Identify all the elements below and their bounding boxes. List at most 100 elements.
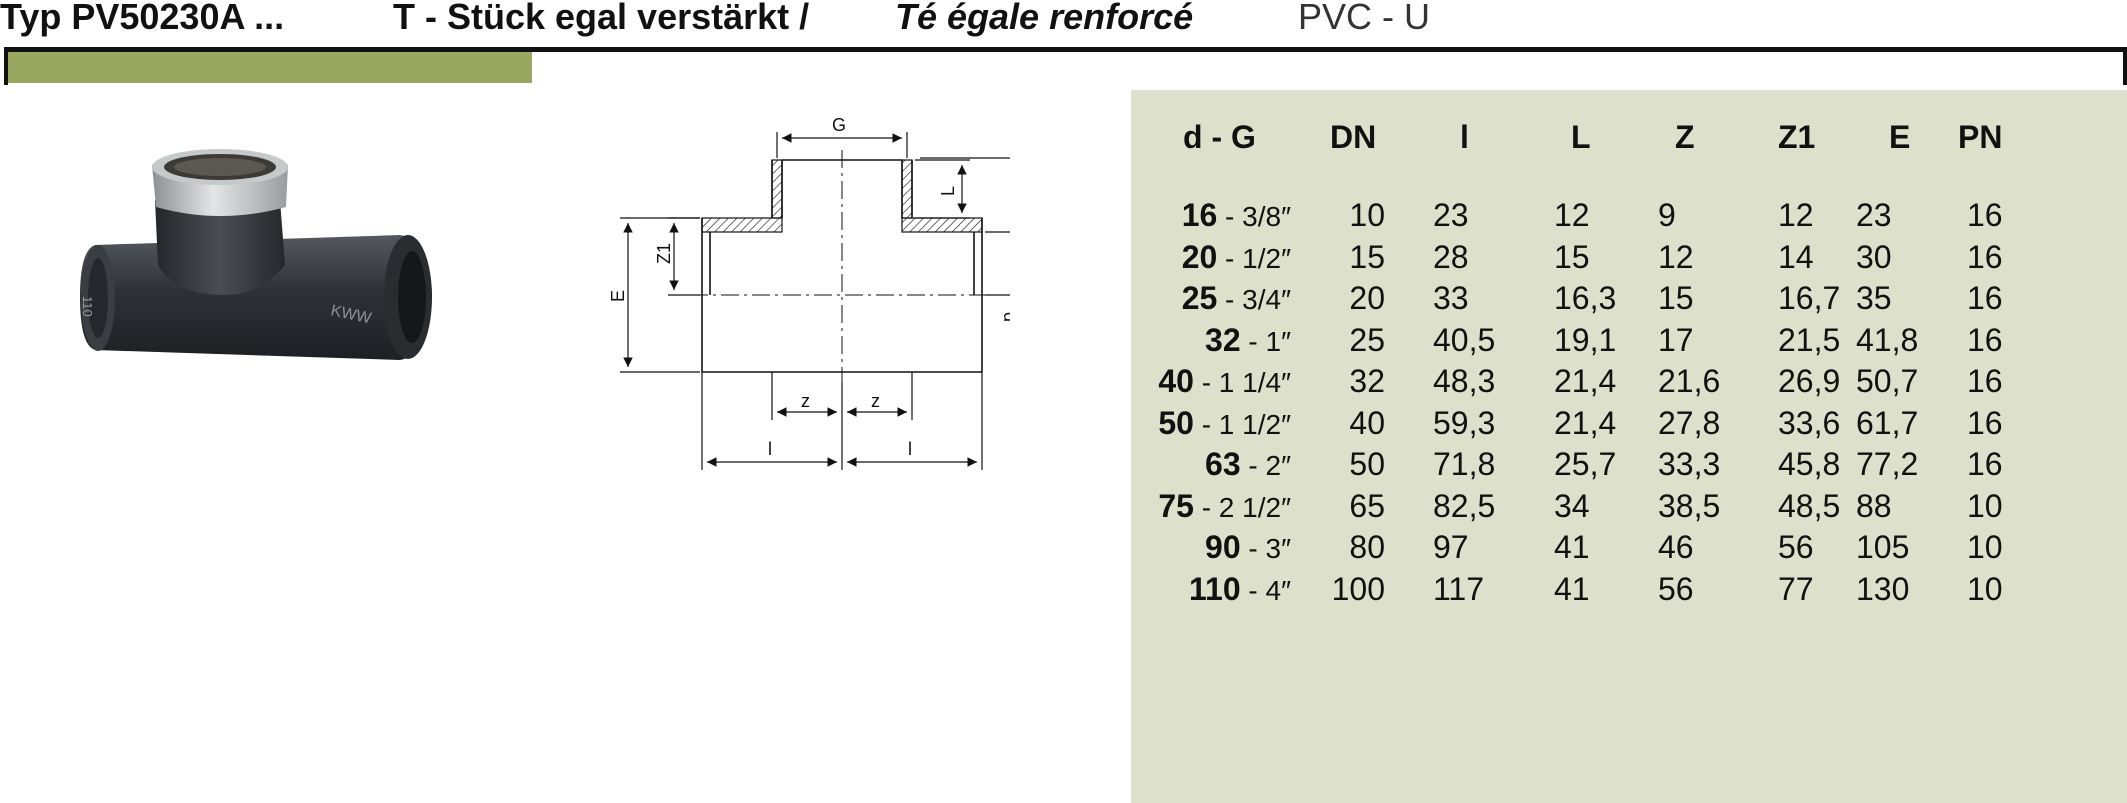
cell-z: 33,3	[1658, 446, 1721, 482]
cell-z: 9	[1658, 197, 1676, 233]
col-header-L: L	[1571, 119, 1591, 155]
cell-z: 15	[1658, 280, 1694, 316]
cell-l: 48,3	[1433, 363, 1496, 399]
cell-g: - 1″	[1240, 325, 1291, 357]
cell-dn: 15	[1349, 238, 1385, 275]
cell-z: 56	[1658, 570, 1694, 607]
cell-g: - 2 1/2″	[1193, 491, 1291, 523]
cell-g: - 1 1/2″	[1193, 408, 1291, 440]
material-label: PVC - U	[1298, 0, 1431, 37]
cell-d: 20	[1181, 238, 1218, 275]
dim-label-Z1: Z1	[654, 243, 674, 264]
cell-e: 88	[1856, 487, 1892, 524]
cell-e: 130	[1856, 570, 1910, 607]
technical-drawing: G L l Z1 E d z z l l	[608, 115, 1010, 470]
cell-e: 50,7	[1856, 363, 1919, 399]
cell-e: 77,2	[1856, 446, 1919, 482]
cell-g: - 1 1/4″	[1193, 367, 1291, 398]
cell-pn: 16	[1967, 404, 2003, 441]
cell-dn: 32	[1349, 363, 1385, 399]
cell-g: - 1/2″	[1217, 242, 1291, 274]
cell-pn: 16	[1967, 363, 2003, 399]
cell-pn: 16	[1967, 280, 2003, 316]
cell-z: 46	[1658, 529, 1694, 565]
cell-l: 33	[1433, 280, 1469, 316]
dim-label-L: L	[938, 186, 958, 196]
cell-dn: 40	[1349, 404, 1385, 441]
cell-d-g: 16 - 3/8″	[1131, 195, 1291, 237]
cell-dn: 80	[1349, 529, 1385, 565]
cell-d: 25	[1181, 280, 1218, 316]
cell-l: 117	[1433, 570, 1485, 607]
cell-g: - 3″	[1240, 533, 1291, 564]
cell-z1: 48,5	[1778, 487, 1841, 524]
dim-label-z-left: z	[801, 391, 810, 411]
cell-d-g: 20 - 1/2″	[1131, 237, 1291, 279]
accent-bar	[8, 52, 532, 83]
cell-g: - 3/4″	[1217, 284, 1291, 315]
cell-dn: 100	[1331, 570, 1385, 607]
cell-z1: 33,6	[1778, 404, 1841, 441]
cell-e: 41,8	[1856, 321, 1919, 358]
cell-z1: 12	[1778, 197, 1814, 233]
dim-label-E: E	[608, 290, 628, 302]
cell-d-g: 25 - 3/4″	[1131, 278, 1291, 320]
cell-dn: 10	[1349, 197, 1385, 233]
cell-z: 27,8	[1658, 404, 1721, 441]
cell-d-g: 32 - 1″	[1131, 320, 1291, 362]
cell-z1: 21,5	[1778, 321, 1841, 358]
cell-dn: 20	[1349, 280, 1385, 316]
cell-z1: 77	[1778, 570, 1814, 607]
cell-d-g: 40 - 1 1/4″	[1131, 361, 1291, 403]
cell-z: 38,5	[1658, 487, 1721, 524]
cell-z1: 45,8	[1778, 446, 1841, 482]
product-type-label: Typ PV50230A ...	[0, 0, 285, 37]
dim-label-d: d	[1000, 312, 1010, 322]
cell-z: 12	[1658, 238, 1694, 275]
cell-L: 41	[1554, 570, 1590, 607]
cell-d-g: 50 - 1 1/2″	[1131, 403, 1291, 445]
page-header: Typ PV50230A ... T - Stück egal verstärk…	[0, 0, 2127, 50]
header-rule-right-tick	[2123, 47, 2127, 85]
header-rule-left-tick	[4, 47, 8, 85]
cell-l: 40,5	[1433, 321, 1496, 358]
title-french: Té égale renforcé	[895, 0, 1194, 37]
cell-e: 23	[1856, 197, 1892, 233]
header-rule	[6, 47, 2125, 52]
cell-d: 75	[1158, 487, 1194, 524]
cell-z1: 26,9	[1778, 363, 1841, 399]
cell-l: 59,3	[1433, 404, 1496, 441]
dimension-table-panel	[1131, 90, 2127, 803]
cell-d-g: 63 - 2″	[1131, 444, 1291, 486]
cell-d-g: 110 - 4″	[1131, 569, 1291, 611]
cell-L: 21,4	[1554, 363, 1617, 399]
dim-label-G: G	[832, 115, 846, 135]
cell-pn: 10	[1967, 570, 2003, 607]
cell-pn: 16	[1967, 197, 2003, 233]
cell-L: 19,1	[1554, 321, 1617, 358]
cell-z1: 16,7	[1778, 280, 1841, 316]
cell-e: 105	[1856, 529, 1910, 565]
col-header-d-g: d - G	[1183, 119, 1256, 155]
cell-L: 15	[1554, 238, 1590, 275]
cell-g: - 2″	[1240, 450, 1291, 481]
cell-dn: 50	[1349, 446, 1385, 482]
cell-dn: 65	[1349, 487, 1385, 524]
cell-l: 23	[1433, 197, 1469, 233]
cell-d-g: 90 - 3″	[1131, 527, 1291, 569]
cell-L: 41	[1554, 529, 1590, 565]
cell-d: 50	[1158, 404, 1194, 441]
cell-pn: 16	[1967, 321, 2003, 358]
cell-l: 28	[1433, 238, 1469, 275]
cell-d-g: 75 - 2 1/2″	[1131, 486, 1291, 528]
cell-d: 40	[1158, 363, 1194, 399]
end-marking: 110	[80, 296, 95, 317]
cell-e: 35	[1856, 280, 1892, 316]
cell-d: 63	[1205, 446, 1241, 482]
col-header-z1: Z1	[1778, 119, 1816, 155]
pvc-tee-fitting-photo: 110 KWW	[80, 149, 432, 360]
cell-l: 82,5	[1433, 487, 1496, 524]
cell-z1: 56	[1778, 529, 1814, 565]
cell-L: 34	[1554, 487, 1590, 524]
cell-g: - 4″	[1240, 574, 1291, 606]
